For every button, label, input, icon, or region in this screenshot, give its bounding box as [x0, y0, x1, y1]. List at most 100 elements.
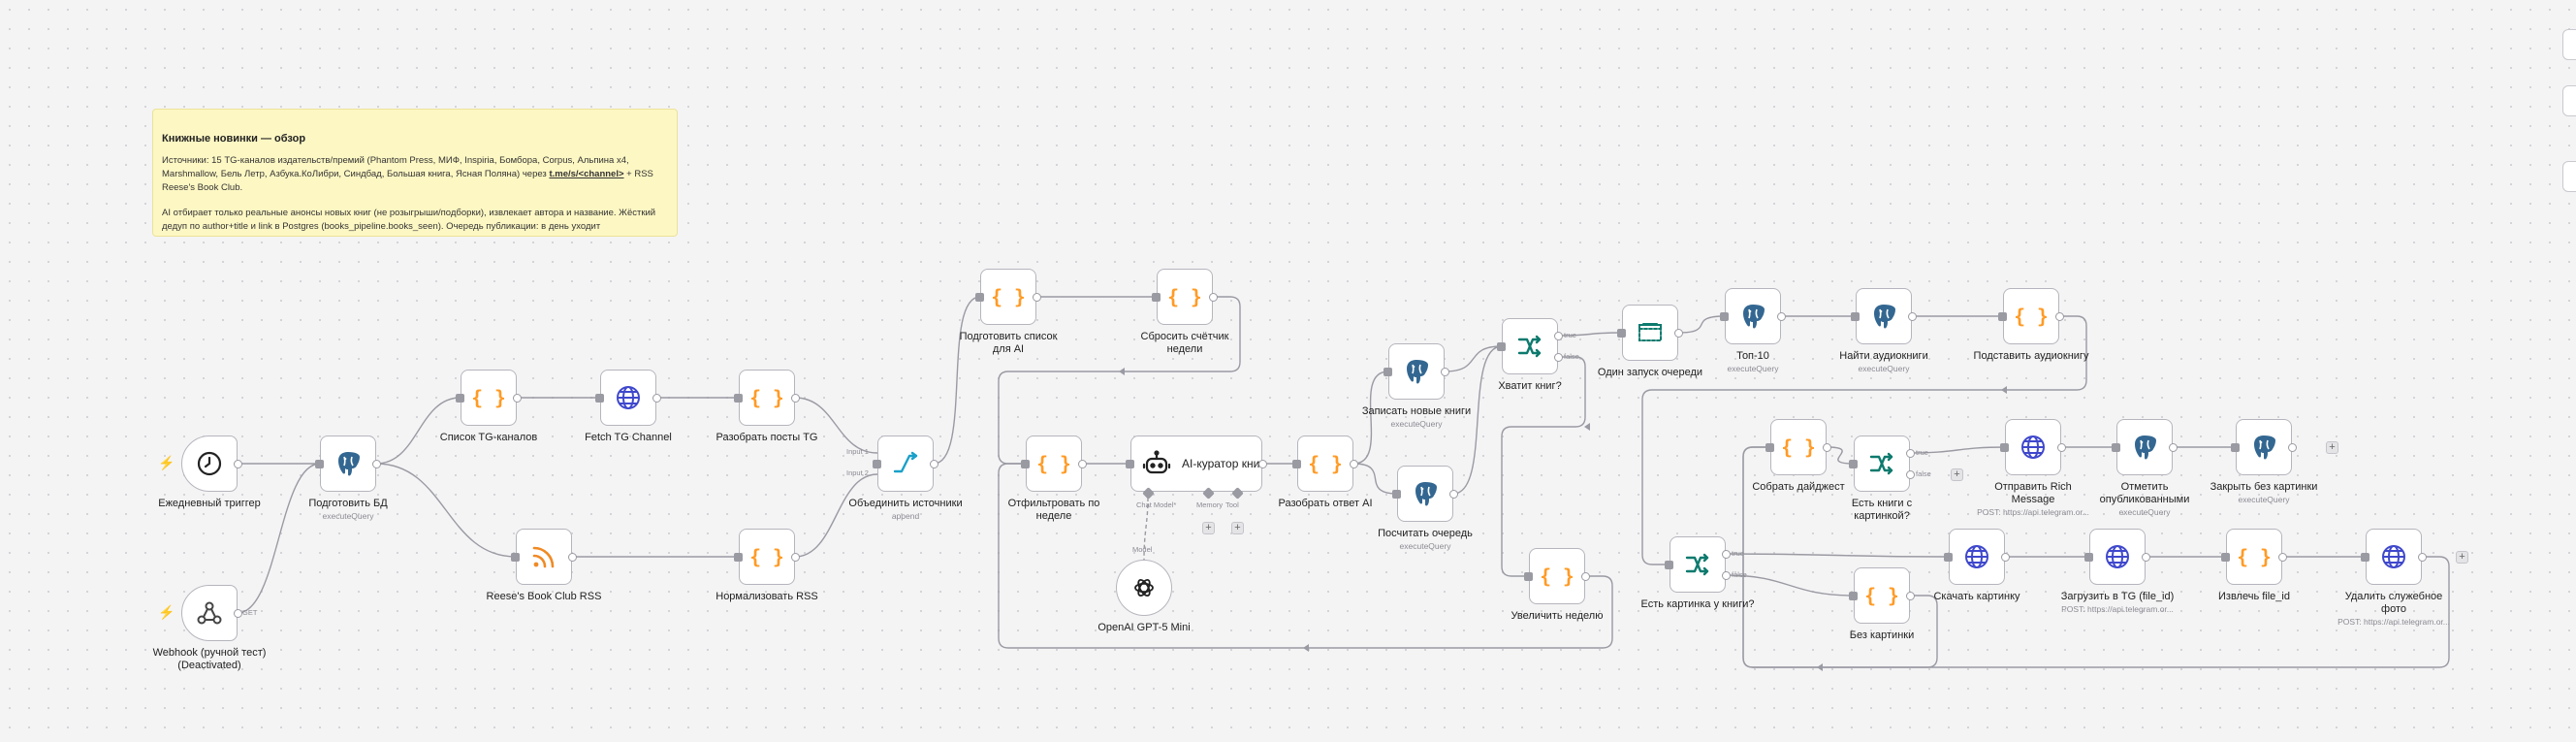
- input-port[interactable]: [1665, 560, 1673, 569]
- node-reset-counters[interactable]: { }: [1157, 269, 1213, 325]
- output-port[interactable]: [1209, 292, 1218, 302]
- sticky-note[interactable]: Книжные новинки — обзор Источники: 15 TG…: [152, 109, 678, 237]
- node-delete-photo[interactable]: [2366, 529, 2422, 585]
- node-rss[interactable]: [516, 529, 572, 585]
- node-write-new[interactable]: [1388, 343, 1445, 400]
- output-port[interactable]: [2001, 552, 2010, 562]
- edge-write_new-enough_books[interactable]: [1444, 345, 1503, 372]
- input-port[interactable]: [1021, 459, 1030, 468]
- input-port[interactable]: [1849, 459, 1858, 468]
- node-enough-books[interactable]: [1502, 318, 1558, 374]
- node-parse-tg[interactable]: { }: [739, 370, 795, 426]
- node-daily-trigger[interactable]: [181, 436, 238, 492]
- output-port[interactable]: [1033, 292, 1041, 302]
- input-port[interactable]: [2231, 442, 2240, 452]
- input-port[interactable]: [1617, 328, 1626, 338]
- node-tg-list[interactable]: { }: [461, 370, 517, 426]
- input-port[interactable]: [595, 393, 604, 403]
- output-port[interactable]: [1906, 591, 1915, 600]
- input-port[interactable]: [1126, 459, 1134, 468]
- output-port[interactable]: [930, 459, 938, 468]
- output-port[interactable]: [1554, 352, 1563, 362]
- output-port[interactable]: [1777, 311, 1786, 321]
- output-port[interactable]: [791, 552, 800, 562]
- node-sub-audio[interactable]: { }: [2003, 288, 2059, 344]
- input-port[interactable]: [511, 552, 520, 562]
- output-port[interactable]: [1906, 448, 1915, 458]
- node-parse-ai[interactable]: { }: [1297, 436, 1353, 492]
- output-port[interactable]: [1554, 331, 1563, 340]
- node-normalize-rss[interactable]: { }: [739, 529, 795, 585]
- output-port[interactable]: [2169, 442, 2178, 452]
- edge-parse_ai-count_queue[interactable]: [1352, 463, 1398, 495]
- node-merge[interactable]: [877, 436, 934, 492]
- edge-merge-prepare_awards[interactable]: [933, 296, 981, 465]
- input-port[interactable]: [2084, 552, 2093, 562]
- edge-has_image-download_img[interactable]: [1725, 553, 1950, 558]
- add-node-button[interactable]: +: [1231, 522, 1244, 534]
- output-port[interactable]: [2055, 311, 2064, 321]
- output-port[interactable]: [1722, 549, 1731, 559]
- output-port[interactable]: [1258, 459, 1267, 468]
- zoom-icon[interactable]: [2562, 161, 2576, 192]
- node-download-img[interactable]: [1949, 529, 2005, 585]
- output-port[interactable]: [513, 393, 522, 403]
- output-port[interactable]: [1449, 489, 1458, 499]
- output-port[interactable]: [234, 608, 242, 618]
- note-link[interactable]: t.me/s/<channel>: [549, 169, 624, 179]
- node-no-image[interactable]: { }: [1854, 567, 1910, 624]
- node-webhook[interactable]: [181, 585, 238, 641]
- output-port[interactable]: [1674, 328, 1683, 338]
- output-port[interactable]: [2142, 552, 2150, 562]
- node-prepare-awards[interactable]: { }: [980, 269, 1036, 325]
- output-port[interactable]: [2418, 552, 2427, 562]
- add-node-button[interactable]: +: [2326, 441, 2338, 454]
- node-upload-tg[interactable]: [2089, 529, 2146, 585]
- output-port[interactable]: [2288, 442, 2297, 452]
- input-port[interactable]: [315, 459, 324, 468]
- input-port[interactable]: [2000, 442, 2009, 452]
- output-port[interactable]: [1350, 459, 1358, 468]
- node-top10[interactable]: [1725, 288, 1781, 344]
- output-port[interactable]: [2057, 442, 2066, 452]
- output-port[interactable]: [234, 459, 242, 468]
- input-port[interactable]: [734, 552, 743, 562]
- node-inc-week[interactable]: { }: [1529, 548, 1585, 604]
- node-has-image[interactable]: [1670, 536, 1726, 593]
- output-port[interactable]: [1722, 570, 1731, 580]
- sticky-add-icon[interactable]: [2562, 85, 2576, 116]
- edge-parse_tg-merge[interactable]: [794, 397, 878, 454]
- node-find-audio[interactable]: [1856, 288, 1912, 344]
- add-node-button[interactable]: +: [2456, 551, 2468, 564]
- node-has-image-books[interactable]: [1854, 436, 1910, 492]
- node-prepare-db[interactable]: [320, 436, 376, 492]
- edge-single_run-top10[interactable]: [1677, 315, 1726, 334]
- input-port[interactable]: [456, 393, 464, 403]
- input-port[interactable]: [1765, 442, 1774, 452]
- node-send-rich[interactable]: [2005, 419, 2061, 475]
- input-port[interactable]: [975, 292, 984, 302]
- output-port[interactable]: [568, 552, 577, 562]
- node-openai[interactable]: [1116, 560, 1172, 616]
- output-port[interactable]: [1906, 469, 1915, 479]
- output-port[interactable]: [652, 393, 661, 403]
- edge-webhook-prepare_db[interactable]: [237, 463, 321, 614]
- input-port[interactable]: [1849, 591, 1858, 600]
- input-port[interactable]: [2221, 552, 2230, 562]
- input-port[interactable]: [1292, 459, 1301, 468]
- input-port[interactable]: [1998, 311, 2007, 321]
- input-port[interactable]: [1944, 552, 1953, 562]
- output-port[interactable]: [1078, 459, 1087, 468]
- input-port[interactable]: [1392, 489, 1401, 499]
- input-port[interactable]: [1383, 367, 1392, 376]
- input-port[interactable]: [1851, 311, 1860, 321]
- input-port[interactable]: [1152, 292, 1161, 302]
- output-port[interactable]: [1823, 442, 1831, 452]
- node-filter-week[interactable]: { }: [1026, 436, 1082, 492]
- node-mark-pub[interactable]: [2116, 419, 2173, 475]
- edge-prepare_db-rss[interactable]: [375, 463, 517, 558]
- input-port[interactable]: [1720, 311, 1729, 321]
- node-fetch-tg[interactable]: [600, 370, 656, 426]
- output-port[interactable]: [372, 459, 381, 468]
- input-port[interactable]: [1497, 341, 1506, 351]
